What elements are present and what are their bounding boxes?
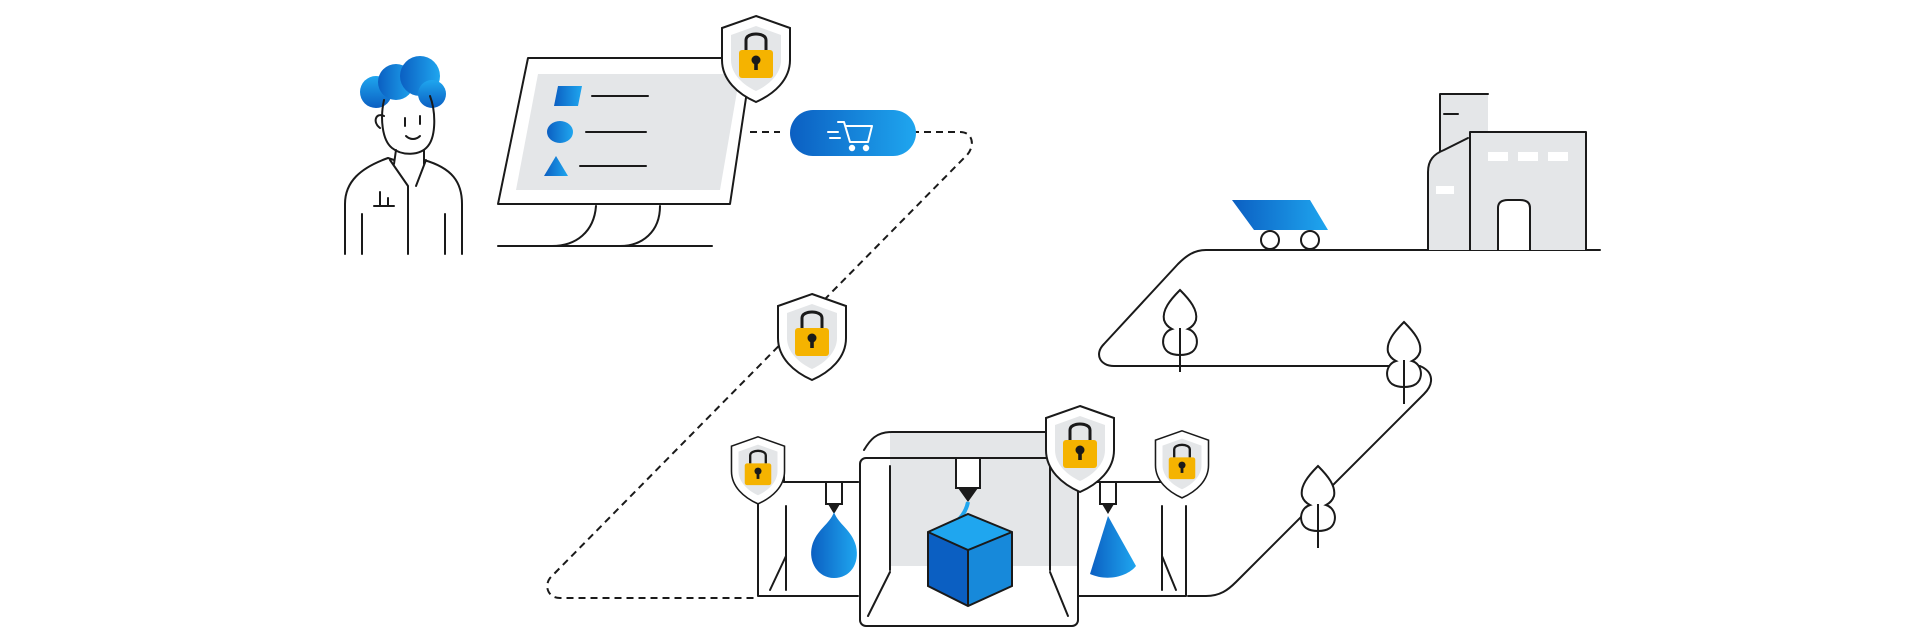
- cart-order-pill: [790, 110, 916, 156]
- shopping-cart-icon: [827, 121, 873, 152]
- printed-cube-right: [968, 532, 1012, 606]
- secure-data-path: [546, 131, 973, 599]
- tree-icon: [1162, 289, 1198, 373]
- center-3d-printer: [859, 457, 1079, 627]
- right-printer-shield-icon: [1154, 429, 1210, 500]
- engineer-person: [344, 56, 463, 255]
- printed-cone-object: [1090, 516, 1136, 578]
- printed-cube-left: [928, 532, 968, 606]
- tree-icon: [1300, 465, 1336, 549]
- transfer-security-shield-icon: [776, 292, 848, 382]
- delivery-road: [1098, 249, 1601, 597]
- parallelogram-icon: [554, 86, 582, 106]
- design-monitor: [497, 57, 753, 247]
- circle-shape-icon: [547, 121, 573, 143]
- factory-icon: [1427, 93, 1587, 251]
- left-printer-shield-icon: [730, 435, 786, 506]
- left-3d-printer: [757, 467, 859, 597]
- printed-droplet-object: [811, 512, 857, 578]
- triangle-shape-icon: [544, 156, 568, 176]
- delivery-truck-icon: [1232, 200, 1328, 250]
- hair: [360, 56, 446, 108]
- right-3d-printer: [1077, 469, 1187, 597]
- tree-icon: [1386, 321, 1422, 405]
